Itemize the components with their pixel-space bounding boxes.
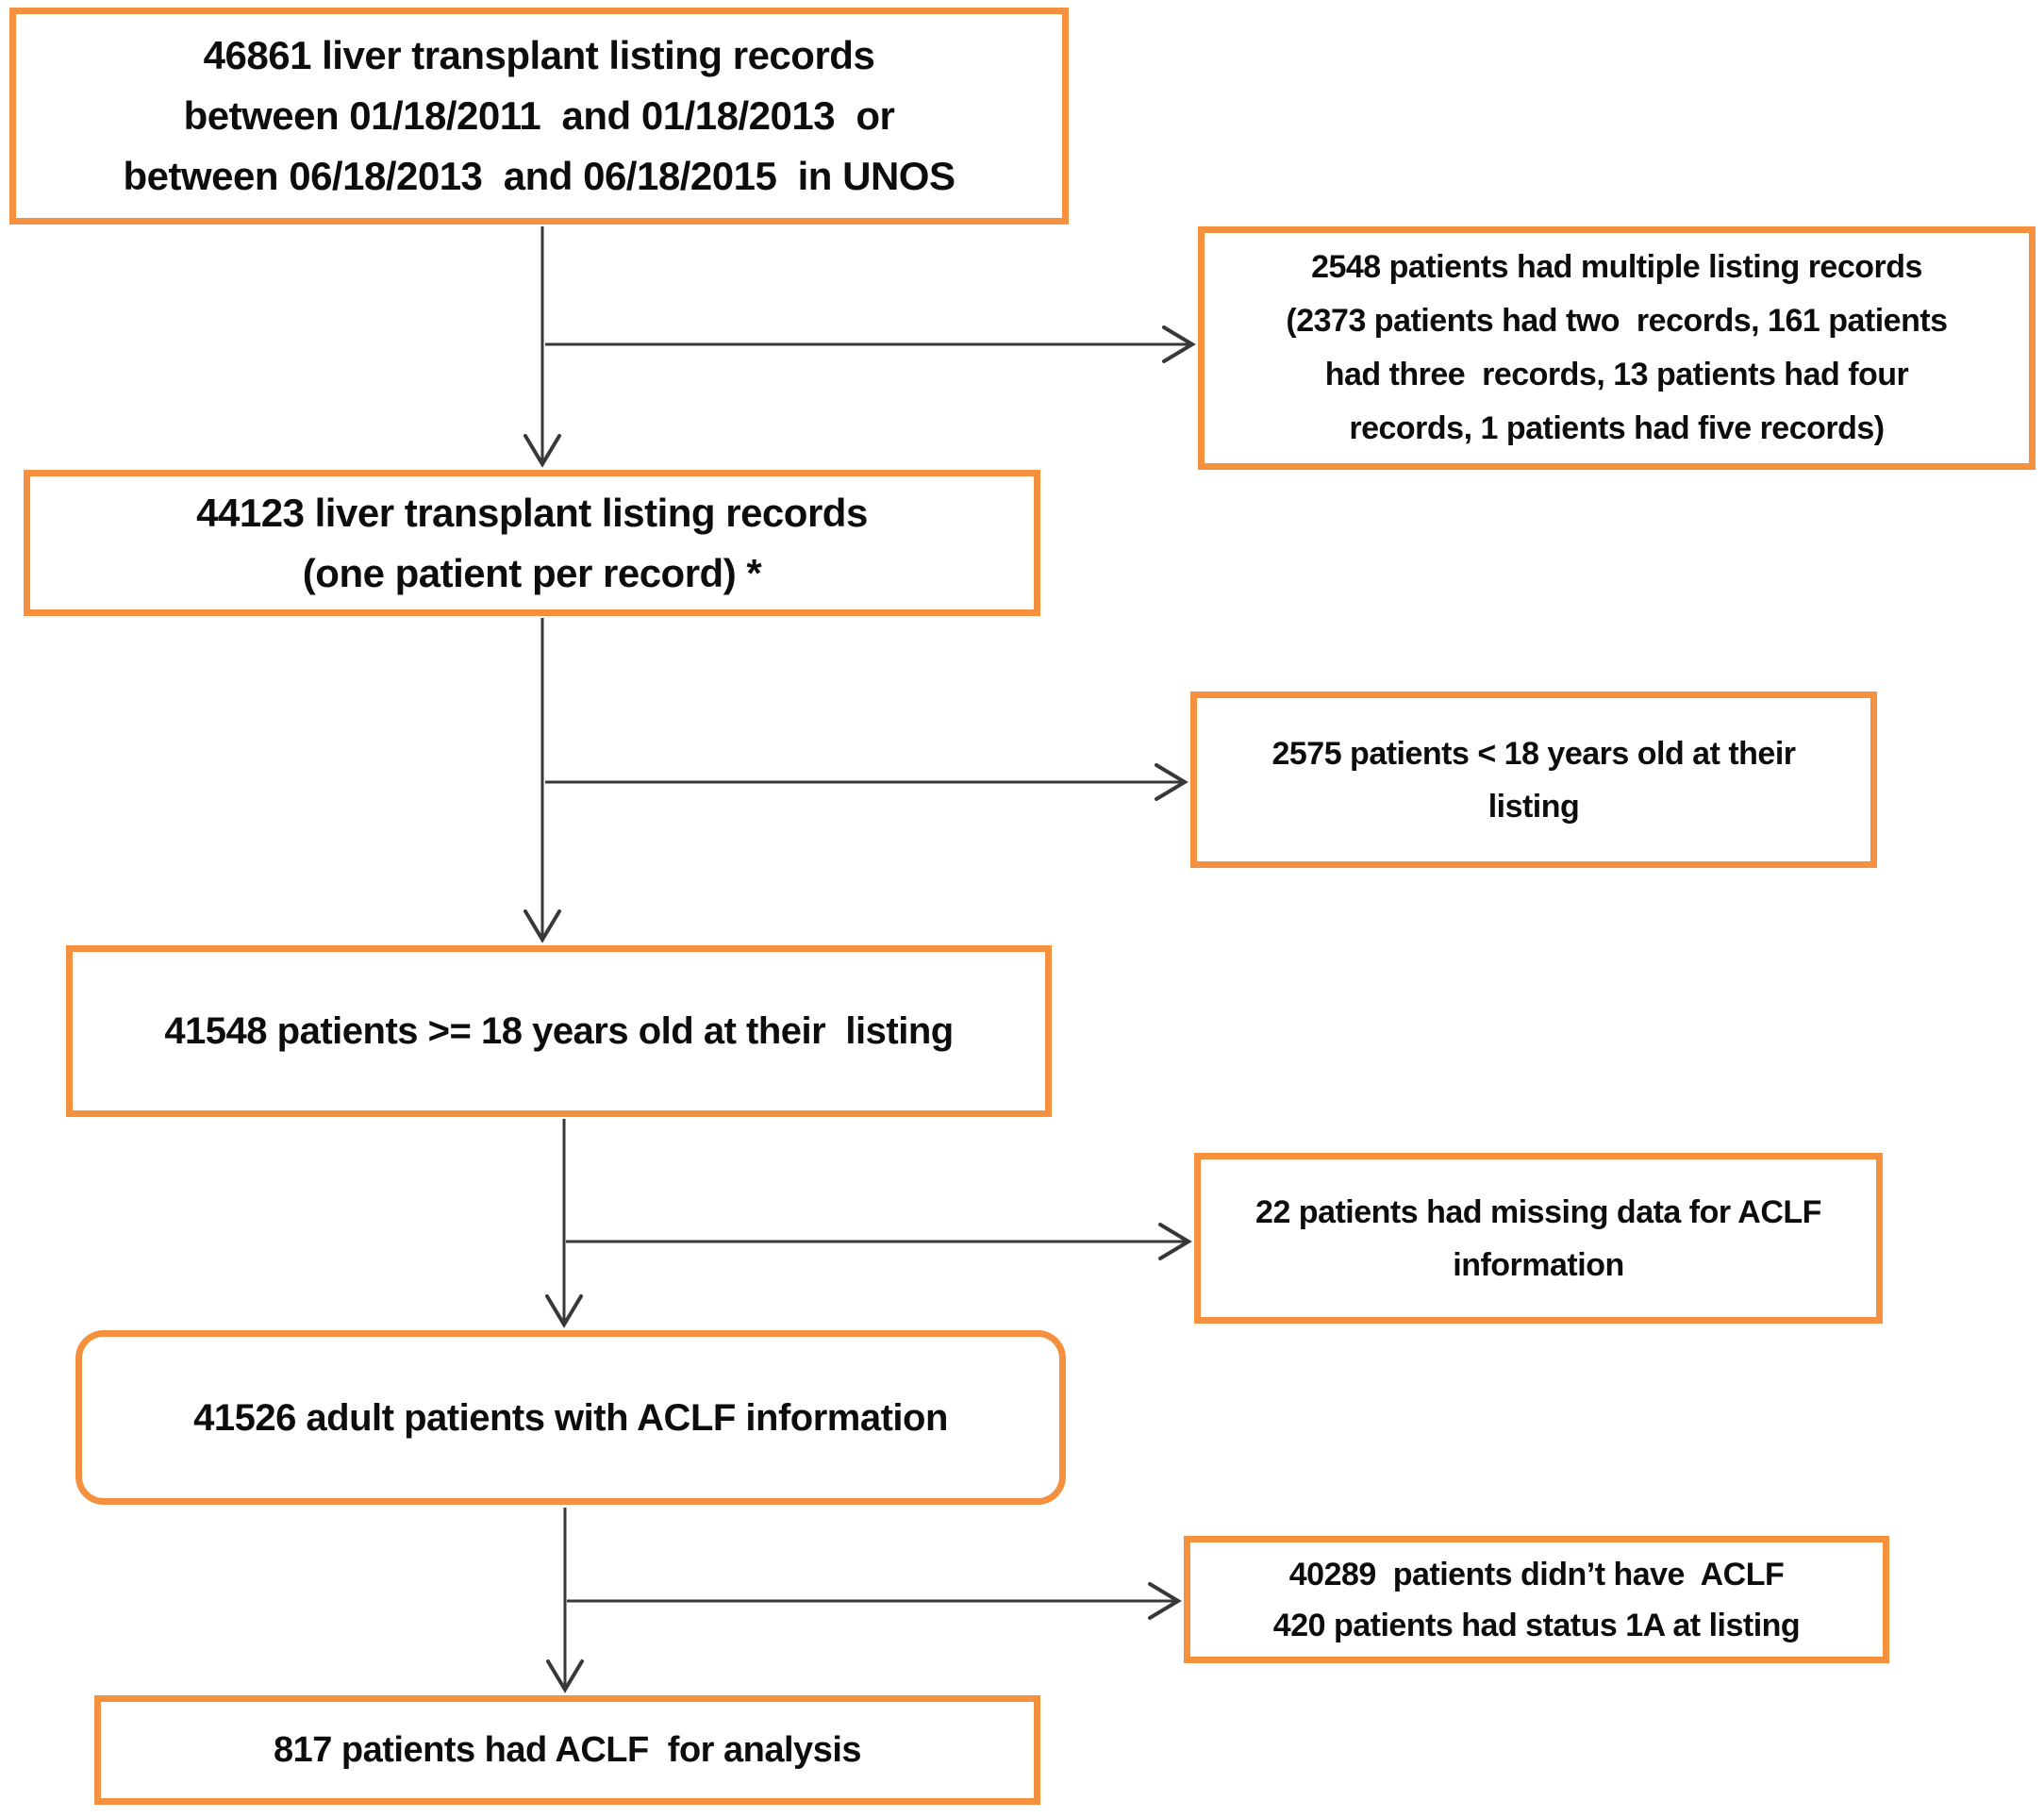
node-text-line: 420 patients had status 1A at listing bbox=[1272, 1607, 1801, 1643]
node-text-line: 2575 patients < 18 years old at their bbox=[1271, 735, 1796, 772]
node-text-line: 46861 liver transplant listing records bbox=[203, 33, 875, 77]
node-text-line: 41548 patients >= 18 years old at their … bbox=[164, 1010, 954, 1052]
node-adult-patients: 41548 patients >= 18 years old at their … bbox=[66, 945, 1052, 1117]
node-total-listing-records: 46861 liver transplant listing records b… bbox=[9, 8, 1069, 225]
node-text-line: 40289 patients didn’t have ACLF bbox=[1288, 1556, 1785, 1592]
node-text-line: records, 1 patients had five records) bbox=[1349, 410, 1885, 446]
node-text-line: between 06/18/2013 and 06/18/2015 in UNO… bbox=[123, 154, 956, 198]
node-excluded-no-aclf-or-status-1a: 40289 patients didn’t have ACLF 420 pati… bbox=[1184, 1536, 1889, 1663]
node-text-line: 817 patients had ACLF for analysis bbox=[273, 1730, 862, 1770]
node-text-line: 22 patients had missing data for ACLF bbox=[1255, 1193, 1821, 1230]
node-text-line: (2373 patients had two records, 161 pati… bbox=[1286, 303, 1948, 339]
node-text-line: had three records, 13 patients had four bbox=[1324, 357, 1909, 392]
node-aclf-information: 41526 adult patients with ACLF informati… bbox=[75, 1330, 1066, 1505]
node-aclf-for-analysis: 817 patients had ACLF for analysis bbox=[94, 1695, 1040, 1805]
node-excluded-missing-aclf-data: 22 patients had missing data for ACLF in… bbox=[1194, 1153, 1883, 1324]
node-text-line: 2548 patients had multiple listing recor… bbox=[1311, 249, 1922, 285]
node-text-line: (one patient per record) * bbox=[302, 550, 762, 595]
node-text-line: 41526 adult patients with ACLF informati… bbox=[193, 1396, 948, 1439]
node-text-line: listing bbox=[1487, 788, 1580, 825]
node-text-line: 44123 liver transplant listing records bbox=[196, 490, 868, 535]
node-text-line: information bbox=[1453, 1246, 1624, 1283]
node-unique-listing-records: 44123 liver transplant listing records (… bbox=[24, 470, 1040, 616]
node-excluded-under-18: 2575 patients < 18 years old at their li… bbox=[1190, 692, 1877, 868]
node-excluded-multiple-records: 2548 patients had multiple listing recor… bbox=[1198, 226, 2036, 470]
node-text-line: between 01/18/2011 and 01/18/2013 or bbox=[183, 93, 895, 138]
